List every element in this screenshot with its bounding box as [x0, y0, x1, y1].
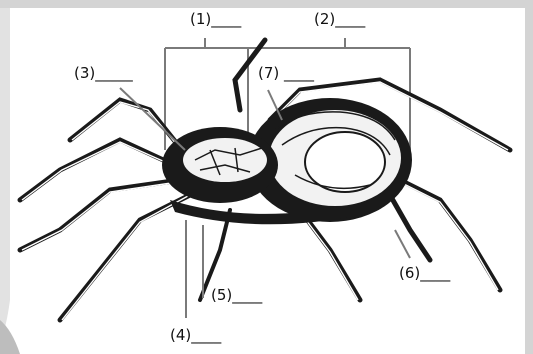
label-4: (4)____ — [170, 328, 221, 343]
top-border — [0, 0, 533, 8]
label-6: (6)____ — [399, 266, 450, 281]
label-3: (3)_____ — [74, 66, 133, 81]
label-2: (2)____ — [314, 12, 365, 27]
right-border — [525, 0, 533, 354]
label-7: (7) ____ — [258, 66, 314, 81]
label-5: (5)____ — [211, 288, 262, 303]
corner-shadow — [0, 320, 20, 354]
abdomen-organ — [305, 132, 385, 192]
left-border — [0, 8, 10, 340]
label-1: (1)____ — [190, 12, 241, 27]
